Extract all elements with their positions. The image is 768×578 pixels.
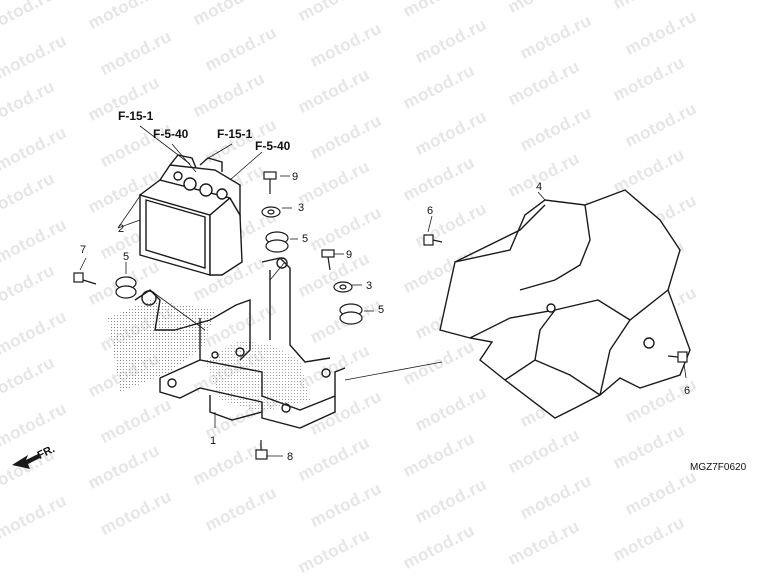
reference-callout[interactable]: F-5-40 — [255, 139, 291, 153]
abs-modulator-shape — [138, 154, 243, 276]
shading-left — [108, 300, 215, 392]
part-number-7[interactable]: 7 — [80, 244, 87, 256]
reference-callout[interactable]: F-15-1 — [118, 109, 154, 123]
part-number-5[interactable]: 5 — [378, 304, 385, 316]
shading-center — [205, 340, 310, 412]
part-number-1[interactable]: 1 — [210, 435, 217, 447]
part-number-3[interactable]: 3 — [298, 202, 305, 214]
fasteners — [73, 171, 688, 460]
part-number-6[interactable]: 6 — [427, 205, 434, 217]
part-number-9[interactable]: 9 — [292, 171, 299, 183]
part-number-4[interactable]: 4 — [536, 181, 543, 193]
part-number-5[interactable]: 5 — [302, 233, 309, 245]
part-number-6[interactable]: 6 — [684, 385, 691, 397]
part-number-3[interactable]: 3 — [366, 280, 373, 292]
reference-callout[interactable]: F-5-40 — [153, 127, 189, 141]
leader-lines — [79, 125, 687, 457]
part-number-2[interactable]: 2 — [118, 223, 125, 235]
part-number-5[interactable]: 5 — [123, 251, 130, 263]
part-number-8[interactable]: 8 — [287, 451, 294, 463]
drawing-code: MGZ7F0620 — [690, 462, 747, 473]
front-arrow-icon — [12, 454, 40, 469]
cover-shape — [439, 189, 691, 419]
reference-callout[interactable]: F-15-1 — [217, 127, 253, 141]
part-number-9[interactable]: 9 — [346, 249, 353, 261]
bracket-shape — [134, 257, 346, 429]
